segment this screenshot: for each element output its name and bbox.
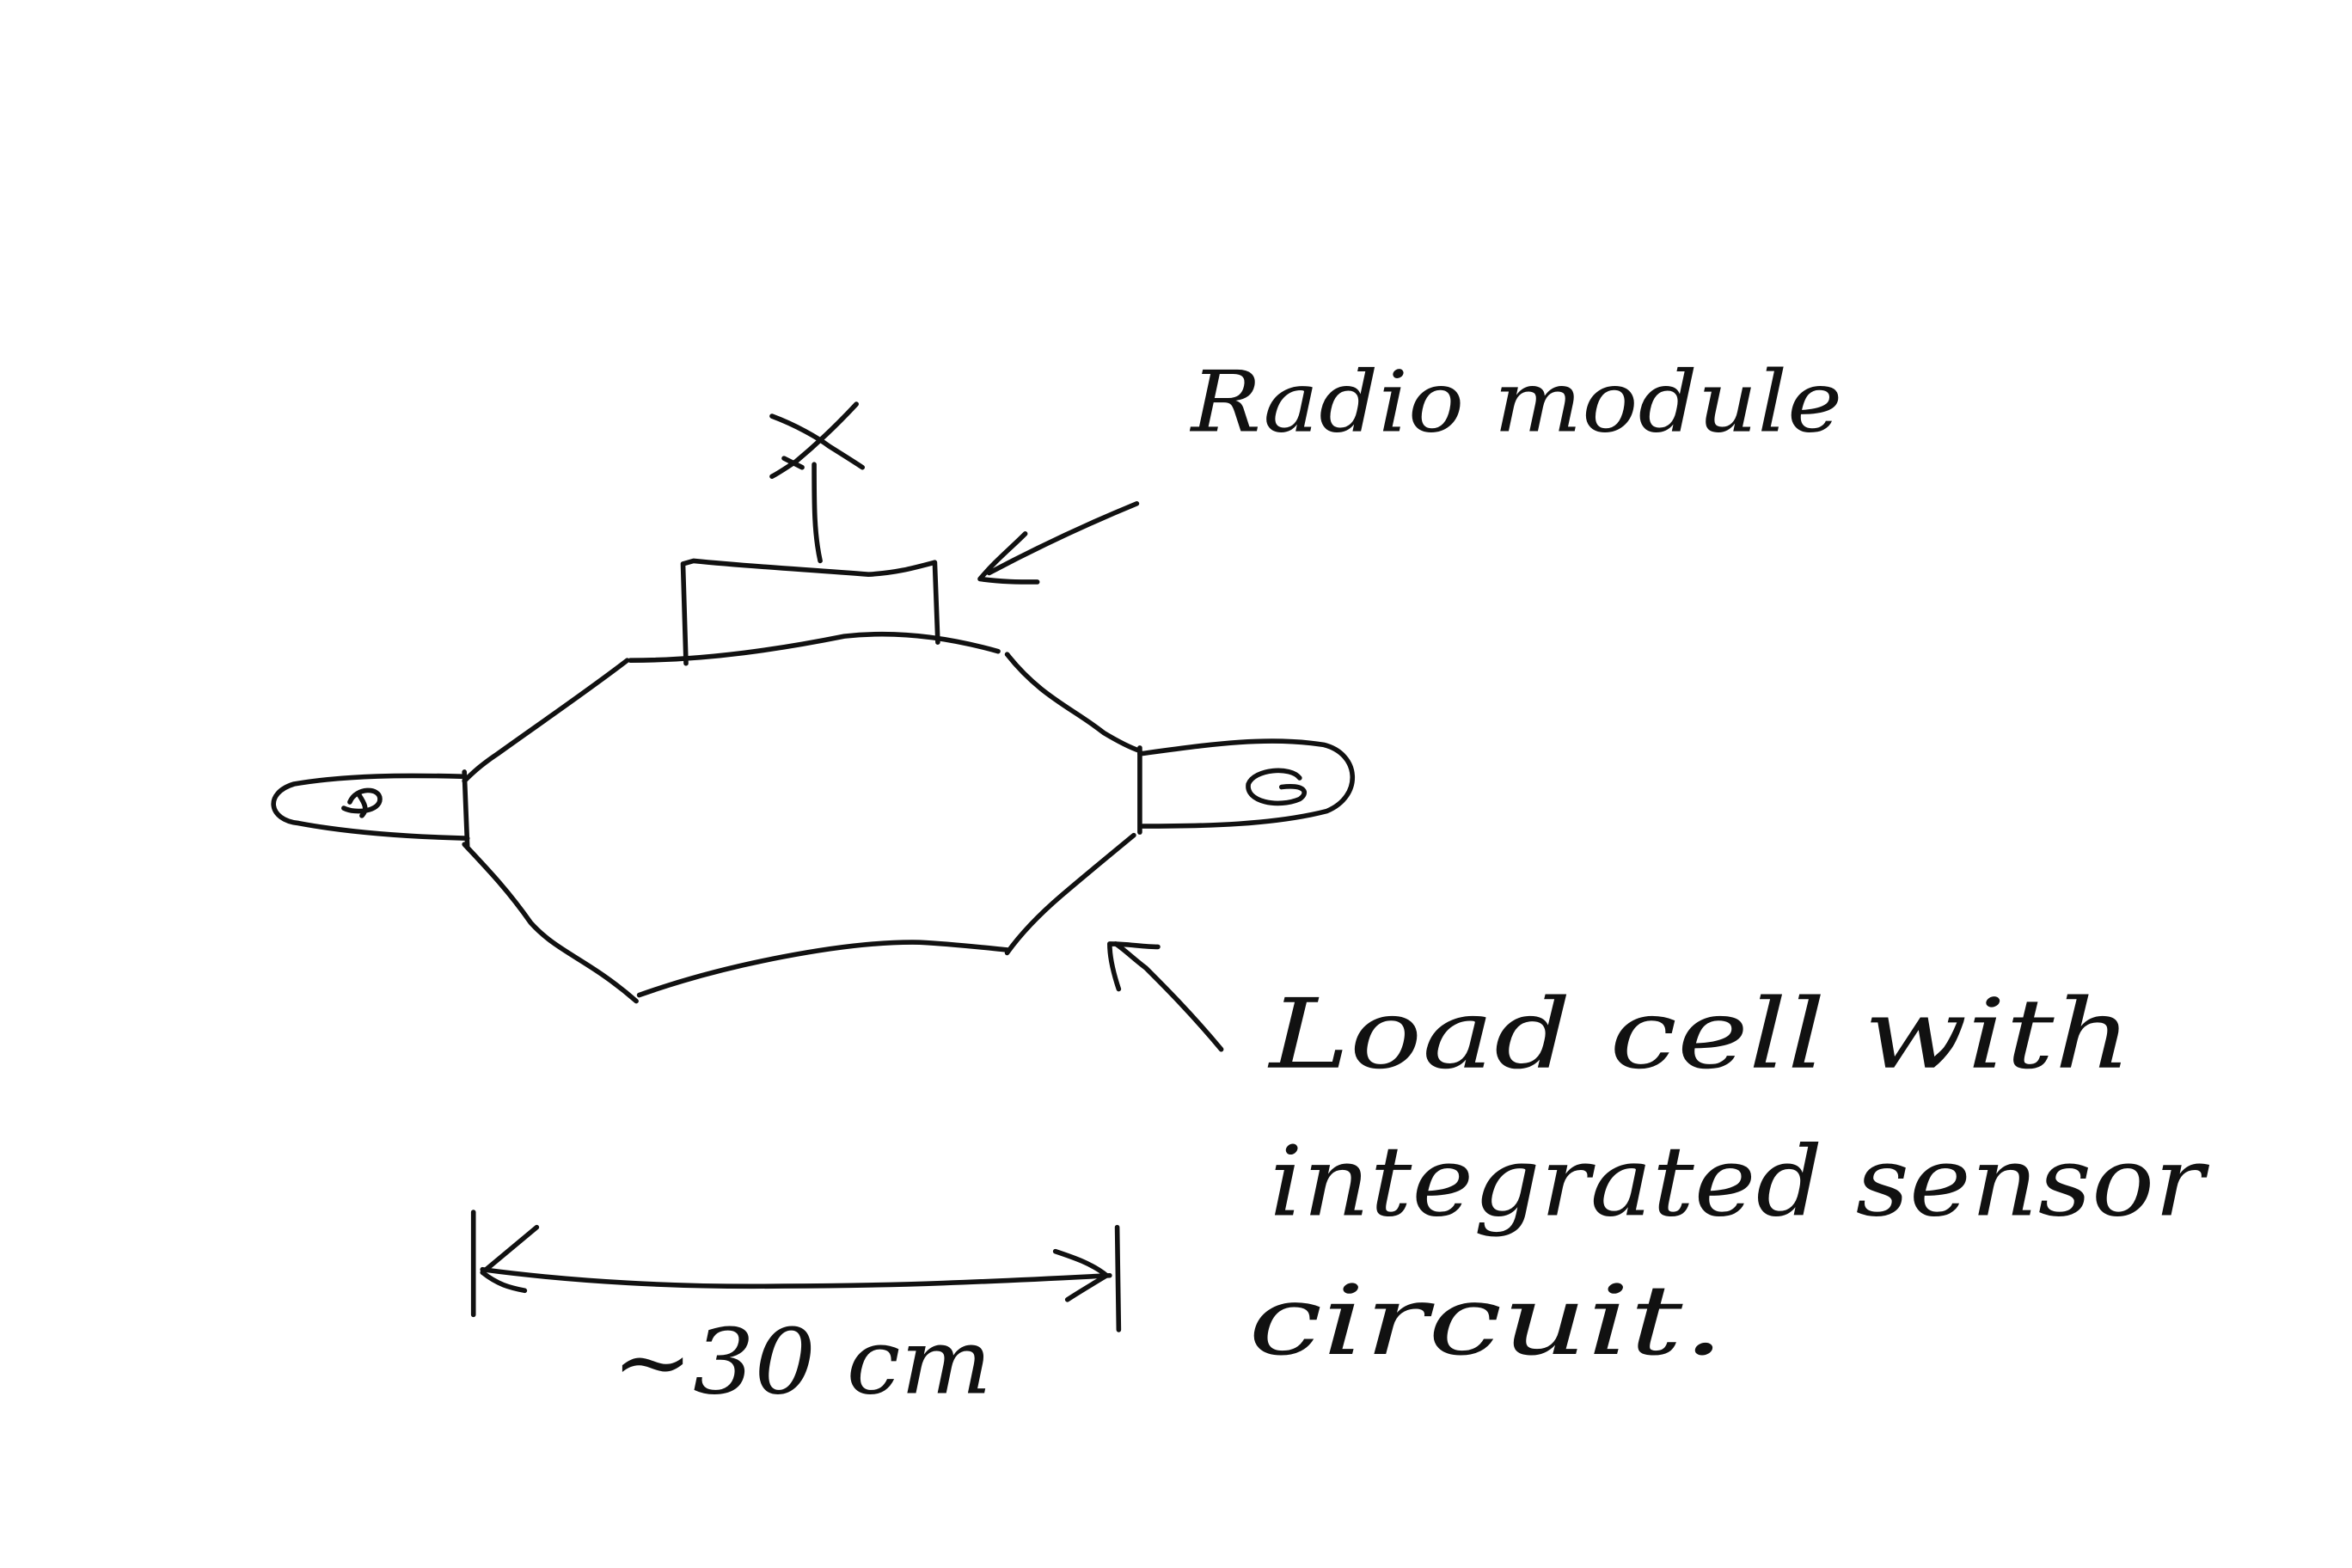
right-eye-hole: [1246, 768, 1307, 806]
left-eye-hole: [341, 787, 383, 818]
left-eye-neck-line: [462, 769, 470, 850]
annotation-arrows: [977, 500, 1224, 1052]
load-cell-lower-right-edge: [1004, 832, 1136, 956]
load-cell-bottom-edge: [636, 940, 1010, 998]
right-mounting-eye: [1137, 738, 1356, 835]
load-cell-upper-right-edge: [1004, 652, 1142, 754]
load-cell-lower-left-edge: [462, 842, 639, 1004]
dimension-shaft: [480, 1266, 1112, 1289]
antenna-icon: [769, 401, 866, 564]
dimension-arrow: [470, 1210, 1122, 1332]
left-eye-outline: [271, 773, 470, 841]
dimension-left-arrowhead: [480, 1224, 540, 1294]
dimension-right-tick: [1114, 1224, 1122, 1332]
load-cell-arrow: [1107, 941, 1224, 1052]
radio-module: [680, 401, 940, 666]
load-cell-top-edge: [628, 631, 1001, 663]
dimension-right-arrowhead: [1052, 1248, 1110, 1302]
dimension-label: ~30 cm: [612, 1309, 992, 1415]
left-mounting-eye: [271, 769, 470, 850]
radio-module-label: Radio module: [1189, 354, 1842, 452]
load-cell-label-line1: Load cell with: [1267, 979, 2132, 1091]
right-eye-outline: [1137, 738, 1356, 829]
radio-module-arrow: [977, 500, 1140, 585]
load-cell-upper-left-edge: [462, 658, 630, 784]
load-cell-label-line2: integrated sensor: [1270, 1127, 2210, 1239]
load-cell-label-line3: circuit.: [1248, 1265, 1724, 1377]
load-cell-body: [462, 631, 1142, 1004]
radio-module-box: [680, 558, 940, 666]
